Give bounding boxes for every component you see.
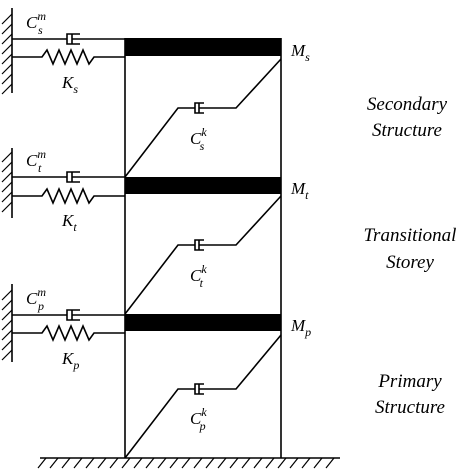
transitional-mass-label: Mt — [290, 179, 309, 202]
primary-structure-subtitle: Structure — [375, 397, 445, 418]
primary-mass-label: Mp — [290, 316, 311, 339]
transitional-external-damper — [12, 171, 125, 183]
secondary-external-damper — [12, 33, 125, 45]
transitional-floor-mass — [125, 177, 281, 194]
transitional-internal-damper — [124, 195, 282, 315]
secondary-mass-label: Ms — [290, 41, 310, 64]
secondary-spring — [12, 47, 125, 67]
secondary-structure-subtitle: Structure — [372, 120, 442, 141]
secondary-structure-title: Secondary — [367, 94, 448, 115]
secondary-spring-label: Ks — [61, 73, 78, 96]
transitional-storey-title: Transitional — [364, 225, 457, 246]
primary-external-damper — [12, 309, 125, 321]
transitional-spring — [12, 186, 125, 206]
transitional-storey-subtitle: Storey — [386, 252, 434, 273]
left-wall — [1, 8, 13, 362]
primary-internal-damper — [124, 334, 282, 459]
secondary-internal-damper — [124, 58, 282, 178]
secondary-floor-mass — [125, 38, 281, 56]
ground — [37, 457, 340, 469]
primary-spring — [12, 323, 125, 343]
transitional-spring-label: Kt — [61, 211, 77, 234]
primary-structure-title: Primary — [377, 371, 442, 392]
primary-spring-label: Kp — [61, 349, 79, 372]
primary-floor-mass — [125, 314, 281, 331]
